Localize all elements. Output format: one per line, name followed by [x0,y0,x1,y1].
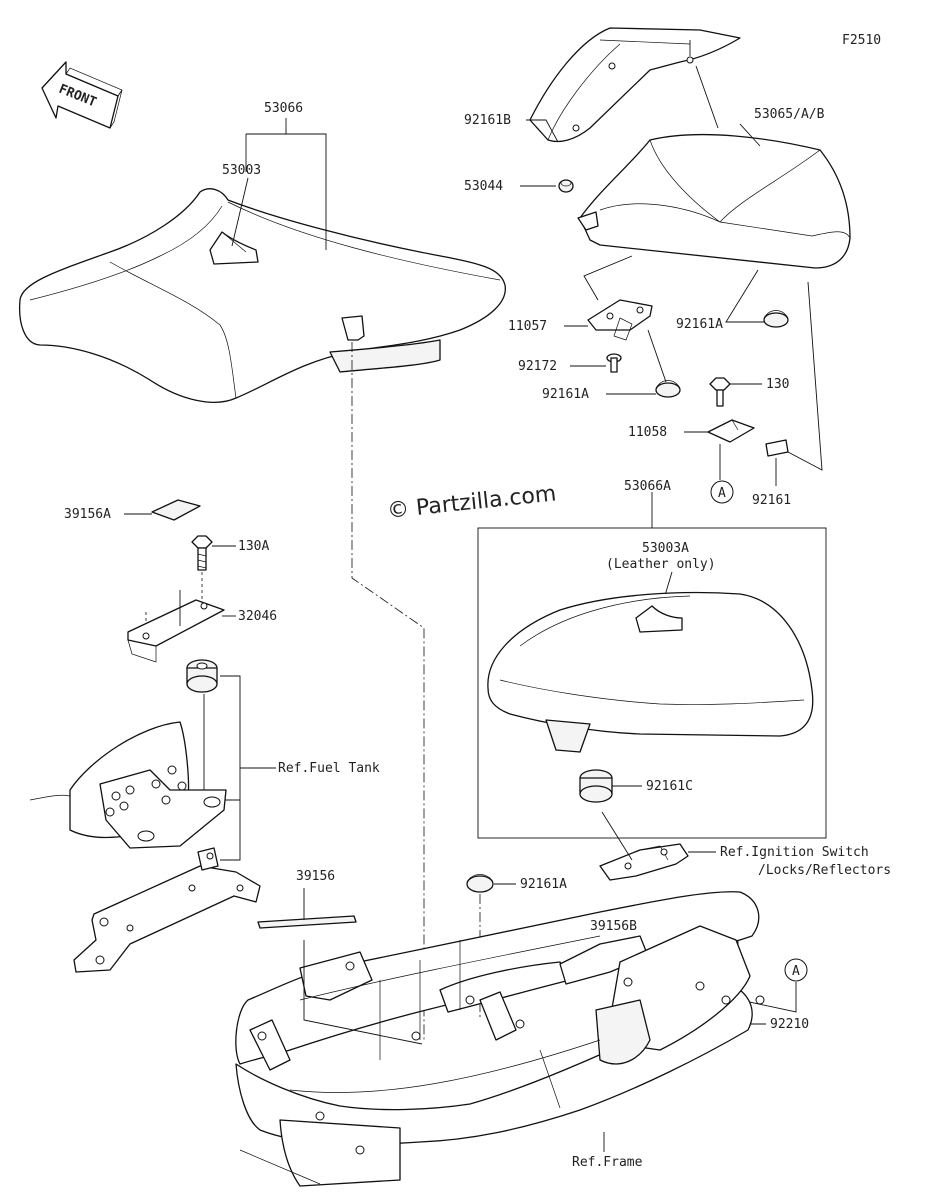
label-92161A-2: 92161A [542,387,589,402]
cushion-53044 [558,179,574,193]
label-130: 130 [766,377,789,392]
label-92161: 92161 [752,493,791,508]
frame-assembly [235,891,765,1187]
leader-92161A-1 [725,269,764,323]
leader-53066 [246,133,327,250]
rear-seat-53066A [487,591,814,753]
leader-ref-fuel-tank [220,675,241,861]
pad-92161 [765,439,789,457]
label-39156: 39156 [296,869,335,884]
lower-mount-bracket [73,847,261,973]
label-11057: 11057 [508,319,547,334]
label-92210: 92210 [770,1017,809,1032]
cushion-92161A-upper [763,310,789,328]
leader-cowl-link [695,65,719,129]
label-ref-frame: Ref.Frame [572,1155,643,1170]
label-11058: 11058 [628,425,667,440]
figure-code: F2510 [842,33,881,48]
watermark-text: © Partzilla.com [386,481,557,524]
front-arrow-icon: FRONT [41,61,123,129]
leader-92161B [526,119,559,143]
leader-53003 [231,177,249,247]
leader-39156-frame [303,940,423,1045]
leader-92161A-2-up [647,329,667,383]
screw-92172 [606,353,622,373]
label-92161A-1: 92161A [676,317,723,332]
front-seat-53066 [18,188,506,403]
label-53044: 53044 [464,179,503,194]
leader-53065 [739,123,761,147]
strip-39156 [257,915,357,929]
svg-text:A: A [792,964,800,979]
leader-92161 [787,281,823,471]
ignition-switch-mount [599,843,689,881]
bolt-130A [191,535,213,571]
label-92161C: 92161C [646,779,693,794]
grommet [186,659,218,693]
label-53065: 53065/A/B [754,107,825,122]
svg-text:A: A [718,486,726,501]
label-53066: 53066 [264,101,303,116]
label-92172: 92172 [518,359,557,374]
label-39156B: 39156B [590,919,637,934]
guide-line-front-seat [351,342,425,1040]
seat-cowl-53065 [577,133,851,269]
label-ref-ignition-1: Ref.Ignition Switch [720,845,869,860]
label-130A: 130A [238,539,269,554]
bracket-11057 [587,299,653,341]
label-ref-fuel-tank: Ref.Fuel Tank [278,761,380,776]
clip-11058 [707,419,755,443]
label-53003A: 53003A [642,541,689,556]
label-32046: 32046 [238,609,277,624]
leader-11057-up [583,255,633,301]
label-53066A: 53066A [624,479,671,494]
bracket-32046 [127,599,225,663]
pad-39156A [151,499,201,521]
leader-92161C-down [601,811,633,861]
ref-marker-a-upper: A [710,480,734,504]
seat-cowl-bracket [529,27,741,143]
ref-marker-a-lower: A [784,958,808,982]
fuel-tank-mount [29,721,227,849]
bolt-130 [709,377,731,407]
label-39156A: 39156A [64,507,111,522]
label-ref-ignition-2: /Locks/Reflectors [758,863,891,878]
cushion-92161A-mid [655,380,681,398]
label-92161A-3: 92161A [520,877,567,892]
cushion-92161C [579,769,613,803]
label-53003: 53003 [222,163,261,178]
label-92161B: 92161B [464,113,511,128]
label-leather-only: (Leather only) [606,557,716,572]
cushion-92161A-lower [466,874,494,893]
